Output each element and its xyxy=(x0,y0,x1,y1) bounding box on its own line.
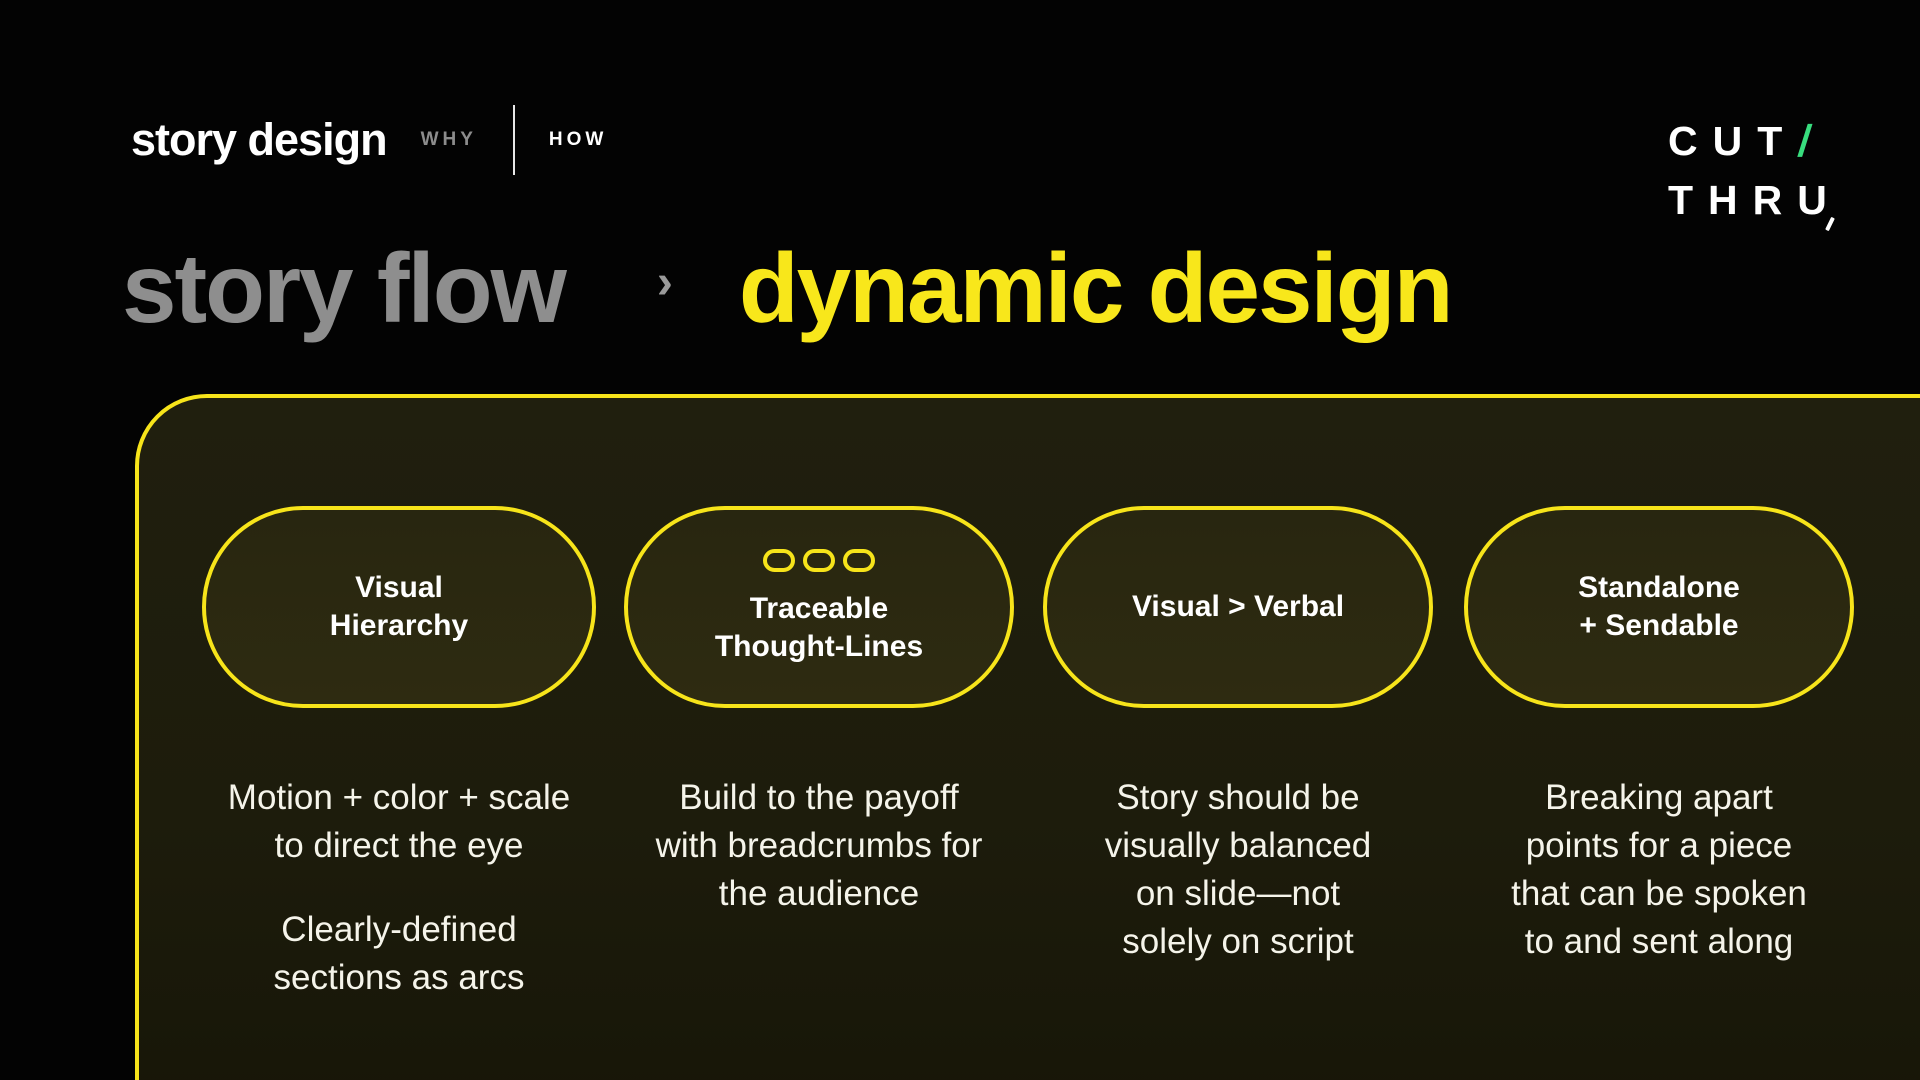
slide-title: story flow › dynamic design xyxy=(122,232,1454,345)
thought-line-dot-icon xyxy=(763,548,795,572)
card-visual-over-verbal: Visual > Verbal xyxy=(1043,506,1433,708)
card-description: Story should be visually balanced on sli… xyxy=(1048,774,1428,966)
card-label: Traceable Thought-Lines xyxy=(714,591,924,663)
card-visual-hierarchy: Visual Hierarchy xyxy=(202,506,596,708)
thought-line-dot-icon xyxy=(843,548,875,572)
thought-line-dot-icon xyxy=(803,548,835,572)
description-paragraph: Breaking apart points for a piece that c… xyxy=(1511,778,1807,961)
breadcrumb-chevron-icon: › xyxy=(656,256,673,309)
brand-title: story design xyxy=(131,114,388,165)
card-label: Visual Hierarchy xyxy=(329,571,469,642)
title-previous-section: story flow xyxy=(122,233,567,343)
card-label: Visual > Verbal xyxy=(1131,590,1345,623)
nav-divider xyxy=(512,105,515,175)
slash-icon: / xyxy=(1795,116,1830,166)
thought-line-dots xyxy=(763,548,875,572)
content-panel: Visual Hierarchy Traceable Thought-Lines… xyxy=(135,394,1920,1080)
card-description: Build to the payoff with breadcrumbs for… xyxy=(629,774,1009,918)
card-label: Standalone + Sendable xyxy=(1578,571,1740,642)
description-paragraph: Motion + color + scale to direct the eye xyxy=(227,778,571,865)
logo-text-cut: CUT xyxy=(1668,118,1798,164)
card-traceable-thought-lines: Traceable Thought-Lines xyxy=(624,506,1014,708)
logo-line-2: THRU xyxy=(1668,171,1868,232)
title-current-section: dynamic design xyxy=(738,233,1454,343)
nav-item-how[interactable]: HOW xyxy=(548,129,608,150)
nav-item-why[interactable]: WHY xyxy=(420,129,477,150)
card-standalone-sendable: Standalone + Sendable xyxy=(1464,506,1854,708)
logo-line-1: CUT/ xyxy=(1668,112,1868,171)
card-description: Motion + color + scale to direct the eye… xyxy=(209,774,589,1002)
description-paragraph: Story should be visually balanced on sli… xyxy=(1104,778,1372,961)
logo-text-thru: THRU xyxy=(1668,177,1842,223)
description-paragraph: Build to the payoff with breadcrumbs for… xyxy=(655,778,983,913)
top-bar: story design WHY HOW xyxy=(131,103,607,177)
cutthru-logo: CUT/ THRU xyxy=(1668,112,1868,232)
description-paragraph: Clearly-defined sections as arcs xyxy=(273,910,525,997)
card-description: Breaking apart points for a piece that c… xyxy=(1469,774,1849,966)
